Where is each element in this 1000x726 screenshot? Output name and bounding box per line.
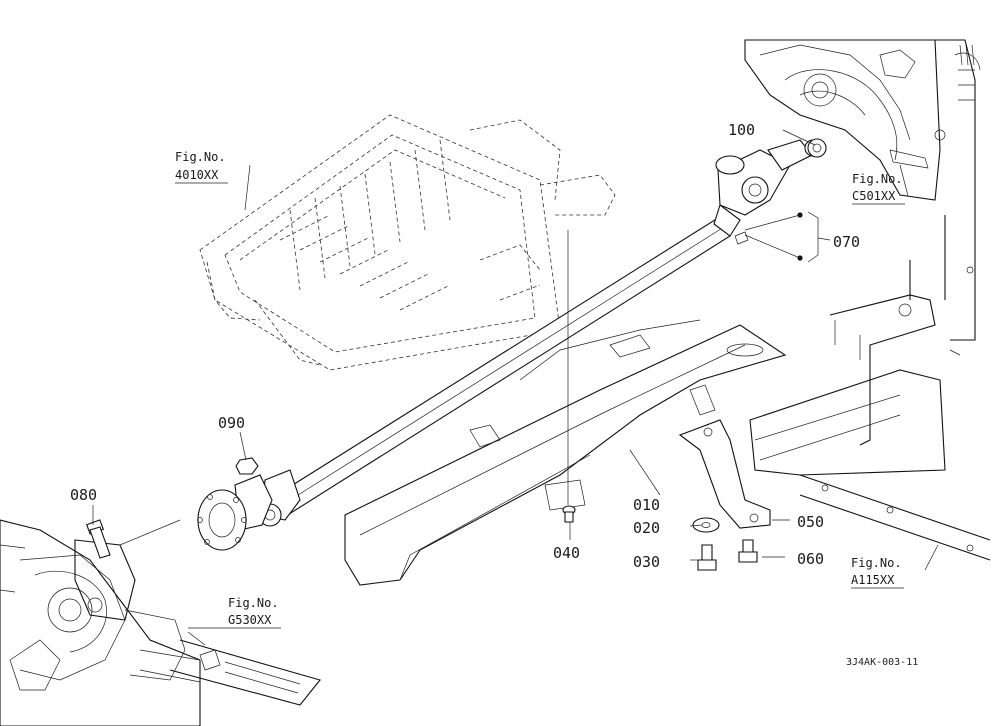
fig-ref-a115-number: A115XX bbox=[851, 573, 895, 587]
shaft-cover bbox=[344, 319, 787, 586]
leader-lines bbox=[92, 129, 939, 646]
part-label-020: 020 bbox=[633, 519, 660, 537]
fig-ref-g530-prefix: Fig.No. bbox=[228, 596, 279, 610]
fig-ref-4010: Fig.No. 4010XX bbox=[175, 150, 228, 184]
part-label-060: 060 bbox=[797, 550, 824, 568]
fig-ref-a115: Fig.No. A115XX bbox=[851, 556, 904, 589]
bolt-080 bbox=[86, 519, 111, 559]
bolt-030 bbox=[697, 544, 717, 571]
fig-ref-4010-prefix: Fig.No. bbox=[175, 150, 226, 164]
frame-rail bbox=[749, 215, 991, 561]
part-label-010: 010 bbox=[633, 496, 660, 514]
front-axle-housing bbox=[0, 519, 321, 726]
drawing-code: 3J4AK-003-11 bbox=[846, 657, 918, 668]
fig-ref-g530: Fig.No. G530XX bbox=[188, 596, 281, 629]
bracket-050 bbox=[678, 419, 771, 529]
part-label-050: 050 bbox=[797, 513, 824, 531]
bolt-060 bbox=[738, 539, 758, 563]
fig-ref-c501-prefix: Fig.No. bbox=[852, 172, 903, 186]
nut-090 bbox=[235, 457, 259, 475]
fig-ref-c501: Fig.No. C501XX bbox=[852, 172, 905, 205]
transmission-housing bbox=[744, 39, 981, 341]
part-label-040: 040 bbox=[553, 544, 580, 562]
fig-ref-a115-prefix: Fig.No. bbox=[851, 556, 902, 570]
o-ring-100 bbox=[807, 138, 827, 158]
screw-040 bbox=[562, 505, 576, 523]
fig-ref-4010-number: 4010XX bbox=[175, 168, 219, 182]
part-label-100: 100 bbox=[728, 121, 755, 139]
fig-ref-g530-number: G530XX bbox=[228, 613, 272, 627]
fig-ref-c501-number: C501XX bbox=[852, 189, 896, 203]
part-label-030: 030 bbox=[633, 553, 660, 571]
part-label-070: 070 bbox=[833, 233, 860, 251]
washer-020 bbox=[692, 517, 720, 533]
part-label-080: 080 bbox=[70, 486, 97, 504]
part-label-090: 090 bbox=[218, 414, 245, 432]
